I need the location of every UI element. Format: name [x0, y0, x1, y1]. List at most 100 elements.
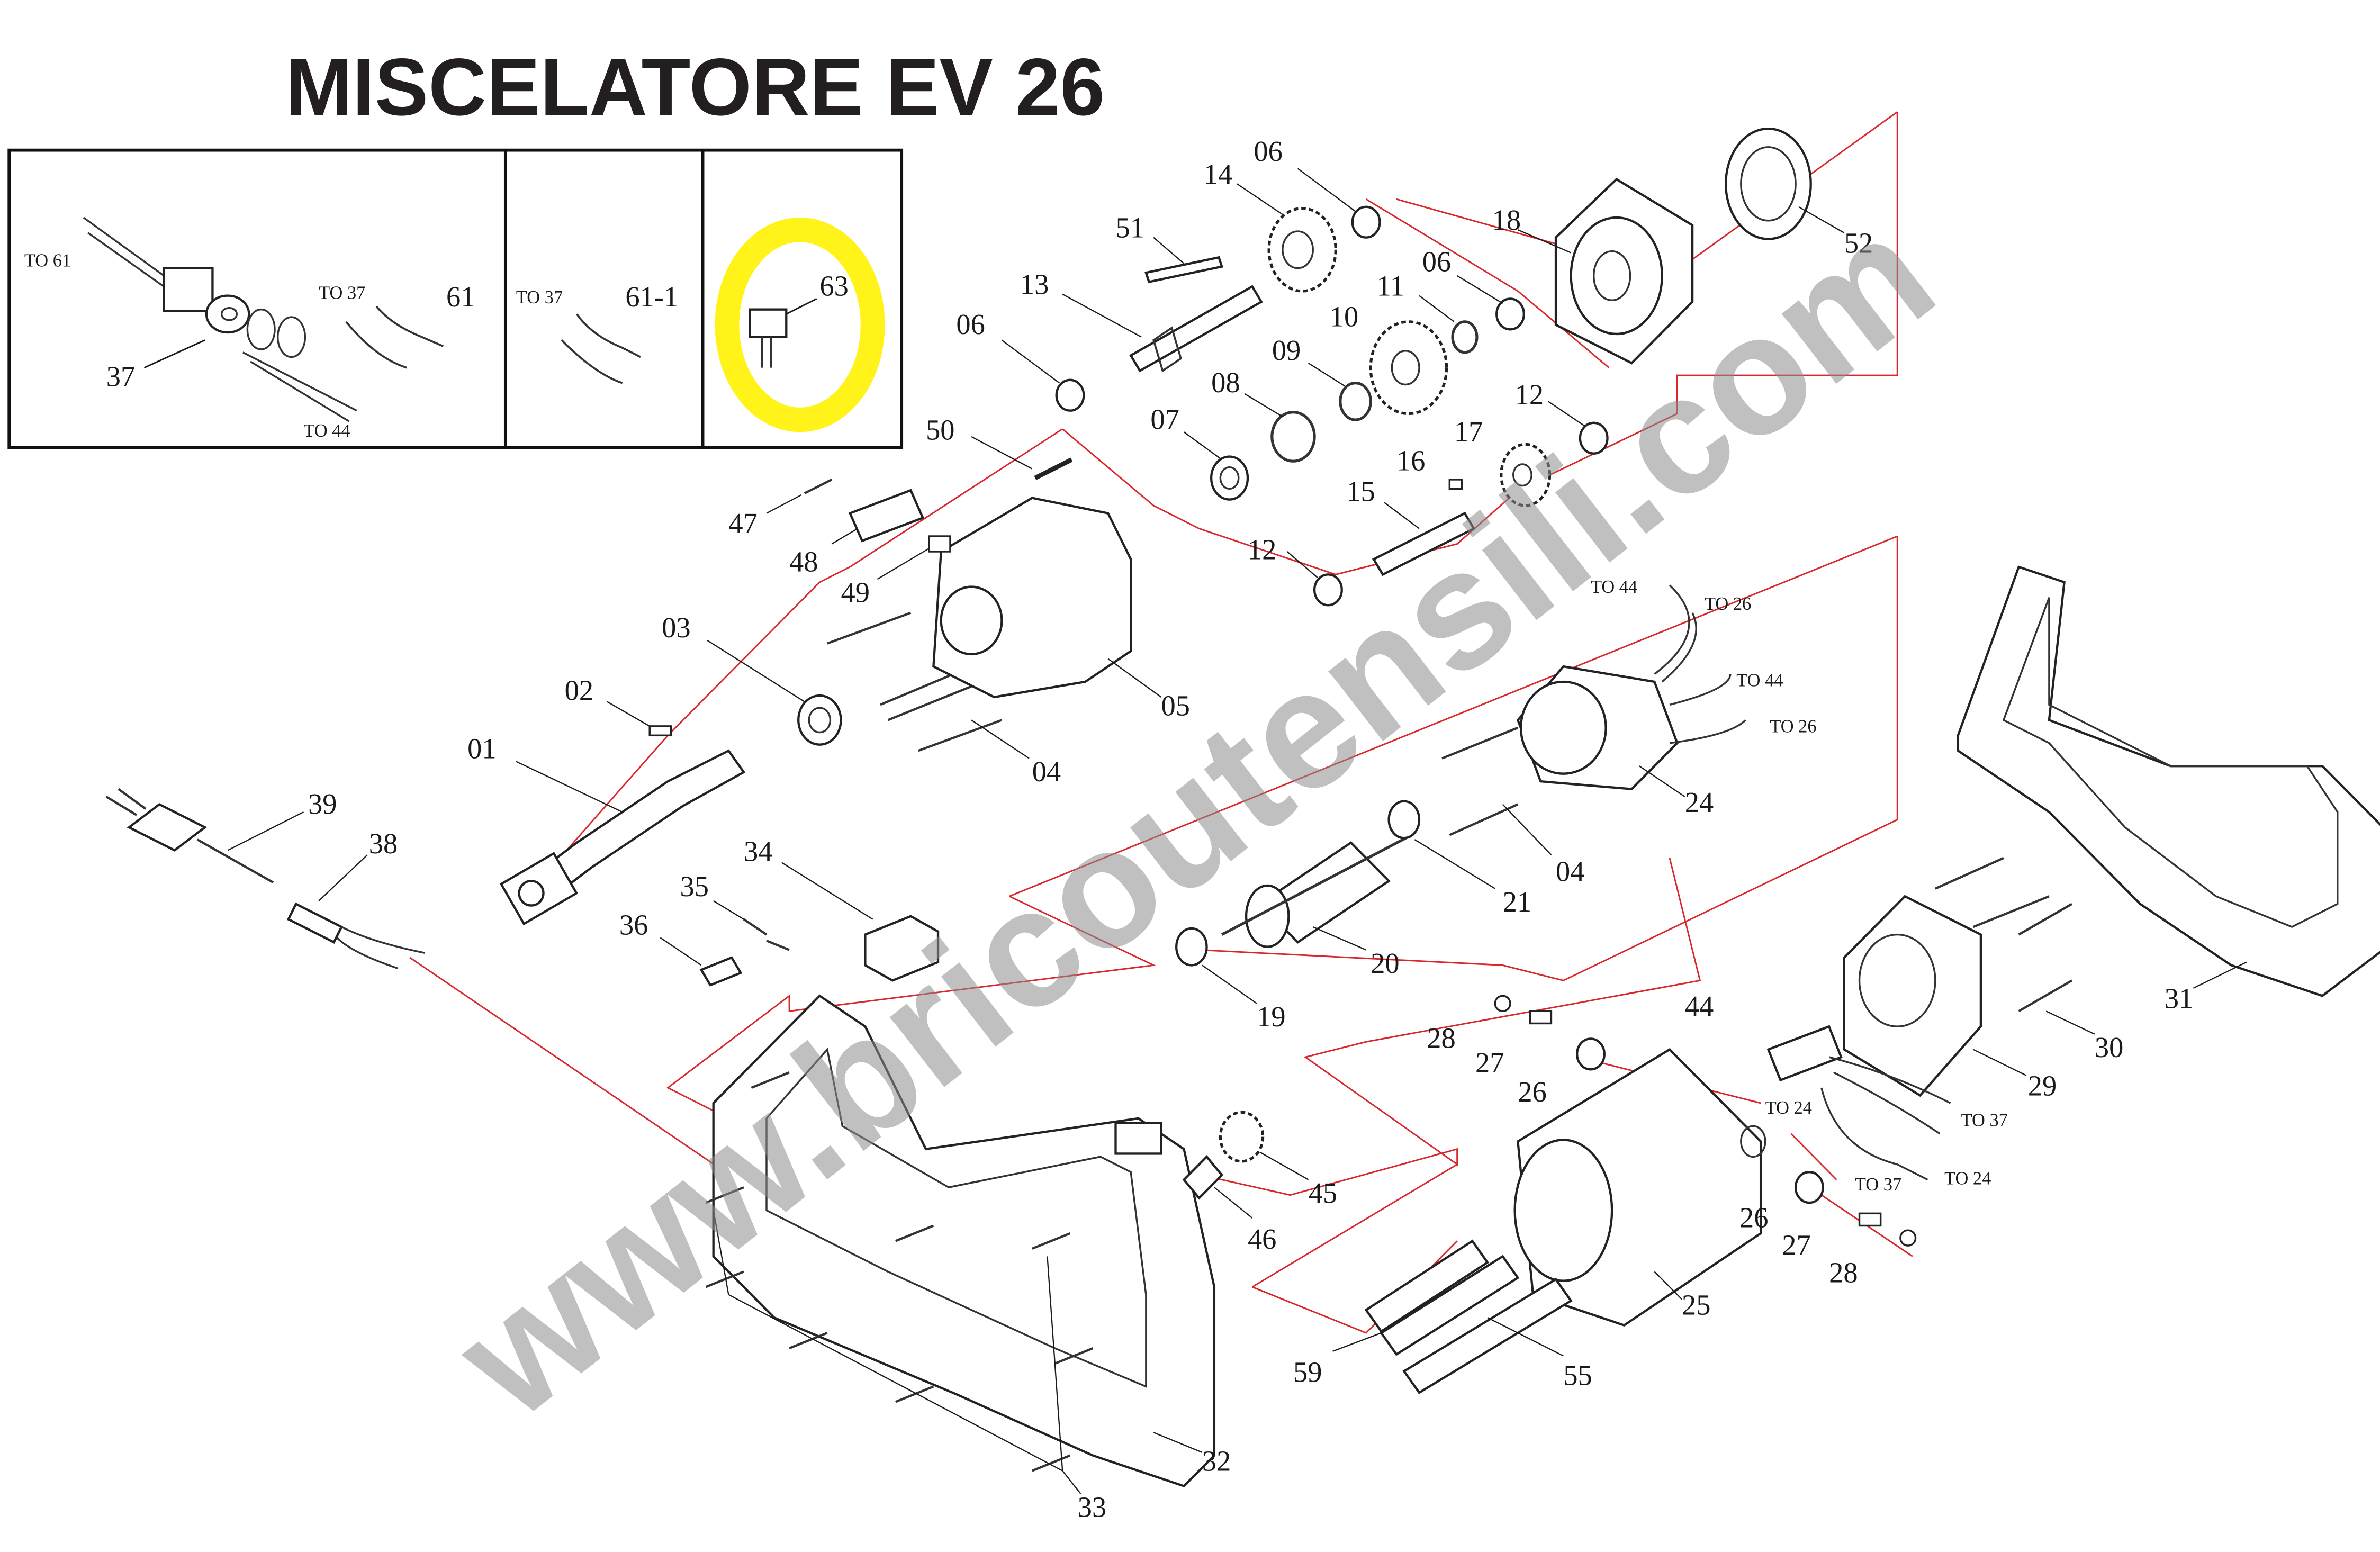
part-10-gear: 10: [1330, 300, 1448, 416]
callout-06-b: 06: [1254, 135, 1282, 167]
diagram-title: MISCELATORE EV 26: [285, 42, 1105, 132]
part-24-stator: 24 TO 44 TO 26 TO 44 TO 26: [1516, 577, 1817, 818]
callout-03: 03: [662, 611, 690, 644]
part-06-bearings: 06 06 06: [956, 135, 1525, 412]
note-to-61: TO 61: [24, 250, 71, 270]
part-02-key: 02: [565, 674, 672, 737]
callout-01: 01: [467, 732, 496, 764]
callout-27-a: 27: [1475, 1046, 1504, 1079]
part-30-screws: 30: [1934, 856, 2123, 1063]
callout-08: 08: [1211, 366, 1240, 399]
part-38-cable-sleeve: 38: [286, 827, 426, 969]
callout-29: 29: [2028, 1069, 2057, 1102]
callout-61: 61: [446, 281, 475, 313]
callout-30: 30: [2095, 1031, 2123, 1063]
part-20-armature: 20: [1221, 834, 1412, 979]
part-19-bearing: 19: [1175, 927, 1286, 1033]
part-44-circuit: 44 TO 24 TO 37 TO 37 TO 24: [1685, 990, 2008, 1195]
part-15-pinion-shaft: 15: [1346, 475, 1476, 576]
callout-52: 52: [1844, 227, 1873, 259]
callout-28-b: 28: [1829, 1256, 1858, 1288]
callout-44: 44: [1685, 990, 1714, 1022]
note-to-26-b: TO 26: [1770, 716, 1816, 736]
callout-37: 37: [106, 360, 135, 392]
part-07-bearing: 07: [1150, 403, 1249, 501]
callout-36: 36: [619, 908, 648, 941]
callout-45: 45: [1309, 1177, 1337, 1209]
part-04-screws: 04 04: [826, 611, 1584, 887]
callout-07: 07: [1150, 403, 1179, 435]
callout-04-a: 04: [1032, 755, 1061, 788]
part-03-bearing: 03: [662, 611, 842, 746]
callout-33: 33: [1078, 1491, 1106, 1523]
callout-32: 32: [1202, 1445, 1231, 1477]
part-16-key: 16: [1396, 444, 1463, 490]
callout-50: 50: [926, 413, 954, 446]
inset-panel: [7, 148, 904, 449]
callout-51: 51: [1116, 211, 1144, 243]
part-12-bearings: 12 12: [1248, 378, 1609, 607]
callout-17: 17: [1454, 415, 1483, 447]
part-18-gear-plate: 18: [1492, 177, 1694, 365]
callout-34: 34: [744, 835, 772, 867]
note-to-26-a: TO 26: [1705, 594, 1751, 614]
part-55-59-tubes: 59 55: [1293, 1239, 1592, 1394]
callout-35: 35: [680, 870, 709, 903]
part-05-gear-housing: 05: [932, 497, 1190, 722]
callout-04-b: 04: [1556, 855, 1584, 887]
callout-28-a: 28: [1427, 1022, 1455, 1054]
part-36-plate: 36: [619, 908, 743, 987]
callout-15: 15: [1346, 475, 1375, 507]
callout-12-b: 12: [1248, 533, 1276, 565]
part-01-spindle: 01: [467, 732, 746, 926]
callout-20: 20: [1371, 947, 1399, 979]
part-49-spring: 49: [841, 535, 951, 609]
callout-27-b: 27: [1782, 1229, 1810, 1261]
part-45-knob: 45: [1219, 1111, 1337, 1209]
part-35-screws: 35: [680, 870, 790, 951]
callout-24: 24: [1685, 786, 1714, 818]
inset-part-61-1: TO 37 61-1: [516, 281, 678, 384]
callout-16: 16: [1396, 444, 1425, 476]
part-17-gear: 17: [1454, 415, 1552, 507]
callout-63: 63: [819, 269, 848, 302]
part-33-screws: 33: [705, 1071, 1106, 1523]
callout-46: 46: [1248, 1223, 1276, 1255]
note-to-44-a: TO 44: [303, 421, 350, 441]
part-29-motor-cover: 29: [1843, 895, 2057, 1102]
callout-47: 47: [728, 507, 757, 539]
callout-06-c: 06: [1422, 245, 1451, 277]
inset-part-63: 63: [715, 218, 885, 432]
callout-05: 05: [1161, 689, 1190, 721]
callout-12-a: 12: [1515, 378, 1544, 411]
part-25-motor-housing: 25: [1513, 1048, 1766, 1327]
part-08-circlip: 08: [1211, 366, 1316, 463]
part-26-27-28-brushes: 28 27 26 26 27 28: [1427, 995, 1917, 1289]
callout-49: 49: [841, 576, 870, 608]
callout-02: 02: [565, 674, 593, 706]
part-48-plate: 48: [789, 489, 925, 578]
callout-25: 25: [1682, 1288, 1710, 1321]
callout-09: 09: [1272, 334, 1301, 366]
callout-10: 10: [1330, 300, 1358, 332]
callout-13: 13: [1020, 268, 1049, 300]
part-52-cover: 52: [1725, 127, 1873, 259]
callout-55: 55: [1563, 1359, 1592, 1391]
part-31-rear-handle: 31: [1957, 565, 2380, 1015]
callout-61-1: 61-1: [625, 281, 678, 313]
part-47-pin: 47: [728, 478, 833, 539]
part-32-handle-half: 32: [712, 994, 1231, 1488]
callout-38: 38: [369, 827, 398, 860]
part-09-circlip: 09: [1272, 334, 1372, 421]
part-13-shaft: 13: [1020, 268, 1263, 373]
callout-48: 48: [789, 545, 818, 578]
note-to-24-a: TO 24: [1765, 1098, 1812, 1118]
part-51-key: 51: [1116, 211, 1224, 284]
callout-26-a: 26: [1518, 1076, 1546, 1108]
note-to-44-c: TO 44: [1736, 671, 1783, 691]
part-21-bearing: 21: [1387, 800, 1531, 918]
note-to-37-a: TO 37: [319, 283, 365, 303]
callout-18: 18: [1492, 204, 1521, 236]
callout-11: 11: [1377, 269, 1404, 302]
